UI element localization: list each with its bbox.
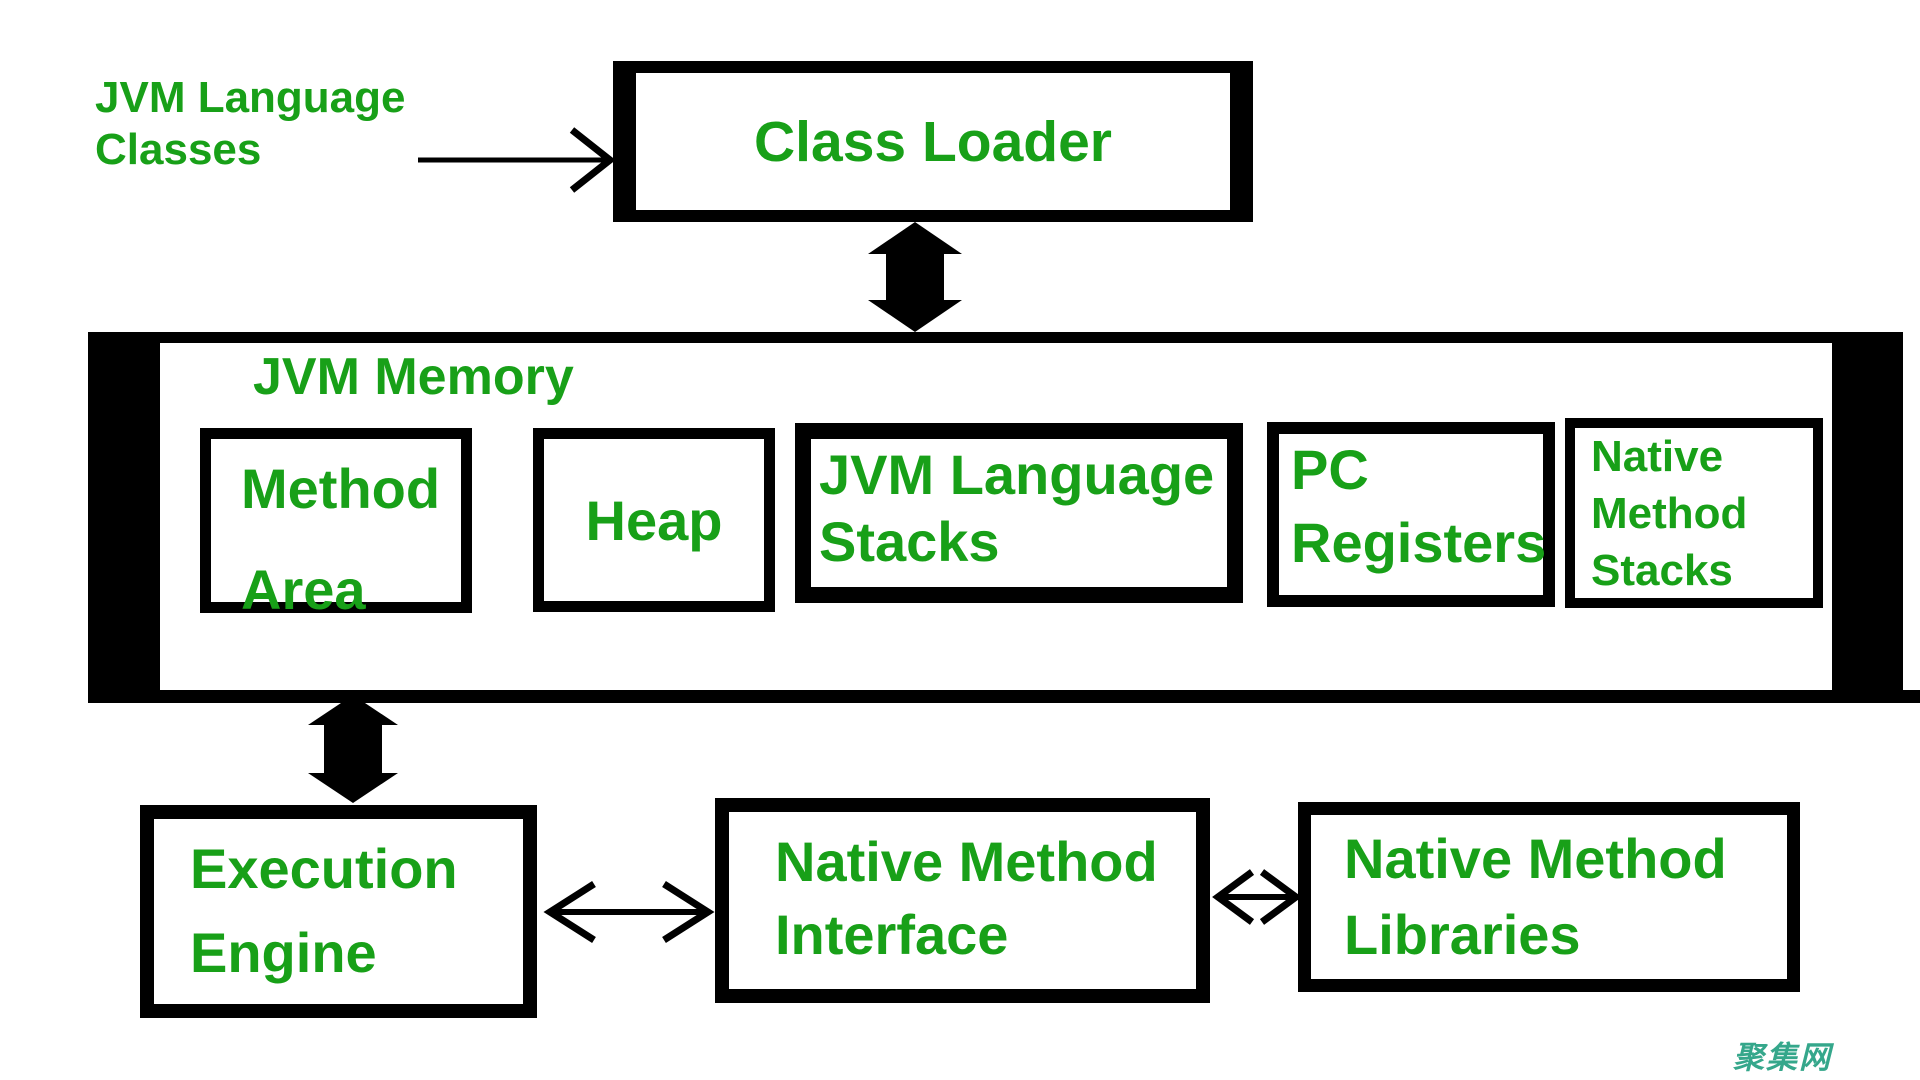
class-loader-box: Class Loader [613,61,1253,222]
heap-box: Heap [533,428,775,612]
executionengine-nmi-arrow [543,881,715,943]
heap-label: Heap [585,488,723,552]
execution-engine-box: Execution Engine [140,805,537,1018]
native-method-libraries-box: Native Method Libraries [1298,802,1800,992]
input-label-jvm-language-classes: JVM Language Classes [95,73,406,174]
jvm-memory-title: JVM Memory [253,348,574,406]
jvm-memory-container: JVM Memory Method Area Heap JVM Language… [88,332,1903,703]
nmi-nml-arrow [1212,869,1302,925]
classloader-memory-thick-arrow [868,222,962,332]
memory-executionengine-thick-arrow [308,695,398,803]
jvm-language-stacks-box: JVM Language Stacks [795,423,1243,603]
method-area-box: Method Area [200,428,472,621]
watermark: 聚集网 [1733,1040,1832,1076]
class-loader-label: Class Loader [754,109,1112,174]
jvm-memory-bottom-border-extension [1832,690,1920,703]
native-method-interface-box: Native Method Interface [715,798,1210,1003]
native-method-stacks-box: Native Method Stacks [1565,418,1823,608]
pc-registers-box: PC Registers [1267,422,1555,607]
